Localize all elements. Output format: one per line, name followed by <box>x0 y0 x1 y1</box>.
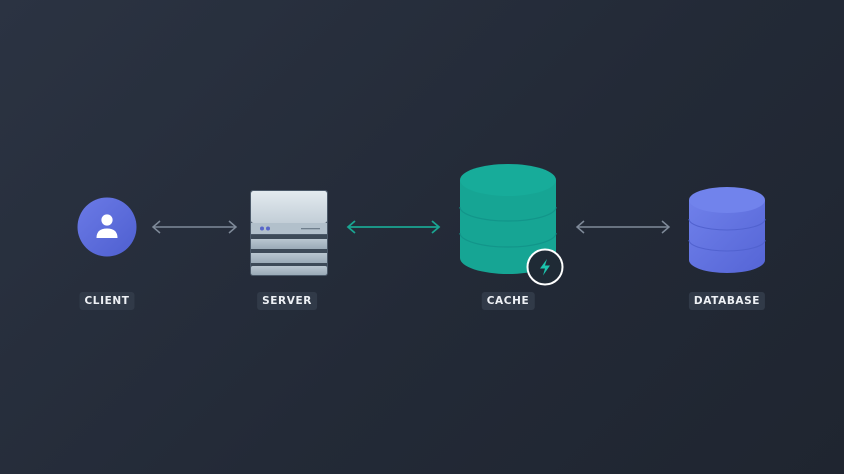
connection-client-server <box>151 220 238 234</box>
client-node[interactable] <box>77 197 137 257</box>
connection-server-cache <box>346 220 441 234</box>
arrowhead-right-icon <box>431 220 441 234</box>
arrowhead-right-icon <box>661 220 671 234</box>
arrowhead-right-icon <box>228 220 238 234</box>
lightning-bolt-icon <box>540 259 550 276</box>
cache-badge <box>526 248 564 286</box>
arrowhead-left-icon <box>346 220 356 234</box>
server-node[interactable] <box>250 190 328 276</box>
database-cylinder-icon <box>459 164 557 274</box>
cache-node[interactable] <box>459 164 564 286</box>
cache-label: CACHE <box>481 292 535 310</box>
server-icon <box>250 190 328 276</box>
database-label: DATABASE <box>688 292 766 310</box>
client-circle <box>77 197 137 257</box>
database-cylinder-icon <box>688 187 766 273</box>
arrowhead-left-icon <box>151 220 161 234</box>
arrowhead-left-icon <box>575 220 585 234</box>
user-icon <box>96 214 118 238</box>
client-label: CLIENT <box>79 292 135 310</box>
server-label: SERVER <box>257 292 317 310</box>
connection-cache-database <box>575 220 671 234</box>
database-node[interactable] <box>688 187 766 273</box>
